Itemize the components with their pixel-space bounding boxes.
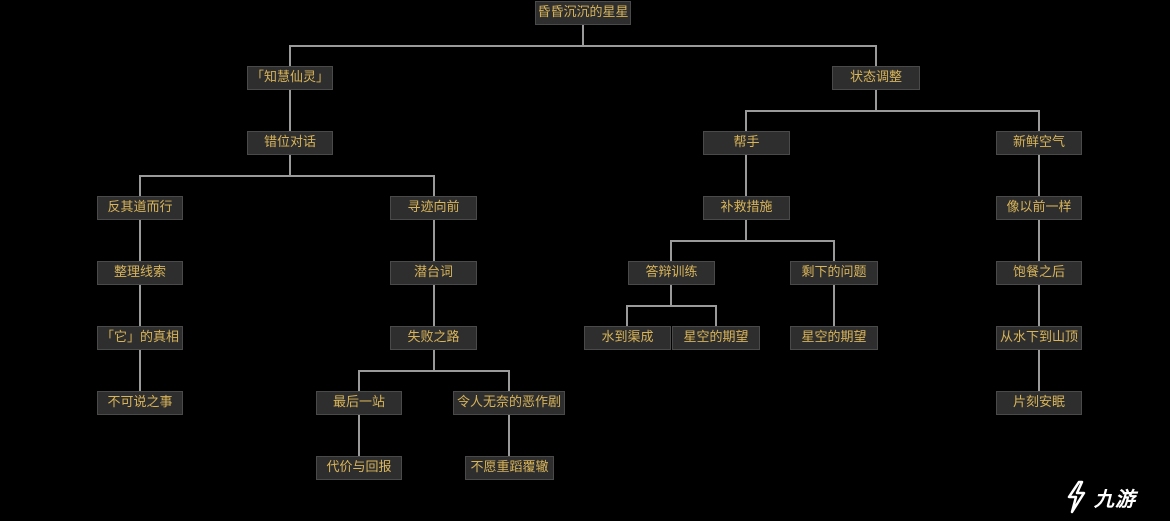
node-qiantaici[interactable]: 潜台词 [390,261,477,285]
node-buyuan-chongdao-fuzhe[interactable]: 不愿重蹈覆辙 [465,456,554,480]
node-xunji-xiangqian[interactable]: 寻迹向前 [390,196,477,220]
watermark: 九游 [1062,477,1162,517]
node-dabian-xunlian[interactable]: 答辩训练 [628,261,715,285]
node-ta-de-zhenxiang[interactable]: 「它」的真相 [97,326,183,350]
node-shibai-zhilu[interactable]: 失败之路 [390,326,477,350]
node-baocan-zhihou[interactable]: 饱餐之后 [996,261,1082,285]
node-bukeshuo-zhishi[interactable]: 不可说之事 [97,391,183,415]
node-zhengli-xiansuo[interactable]: 整理线索 [97,261,183,285]
node-fanqidao-erxing[interactable]: 反其道而行 [97,196,183,220]
node-bangshou[interactable]: 帮手 [703,131,790,155]
node-xingkong-qiwang-b[interactable]: 星空的期望 [790,326,878,350]
node-shengxia-de-wenti[interactable]: 剩下的问题 [790,261,878,285]
node-daijia-yu-huibao[interactable]: 代价与回报 [316,456,402,480]
node-pianke-anmian[interactable]: 片刻安眠 [996,391,1082,415]
node-xinxian-kongqi[interactable]: 新鲜空气 [996,131,1082,155]
node-bujiu-cuoshi[interactable]: 补救措施 [703,196,790,220]
node-lingren-wunai-de-ezuoju[interactable]: 令人无奈的恶作剧 [453,391,565,415]
node-root[interactable]: 昏昏沉沉的星星 [535,1,631,25]
node-zhihui-xianling[interactable]: 「知慧仙灵」 [247,66,333,90]
watermark-text: 九游 [1094,486,1136,511]
node-cuowei-duihua[interactable]: 错位对话 [247,131,333,155]
node-xiang-yiqian-yiyang[interactable]: 像以前一样 [996,196,1082,220]
node-congshuixia-dao-shanding[interactable]: 从水下到山顶 [996,326,1082,350]
jiuyou-logo-icon [1067,480,1086,514]
node-xingkong-qiwang-a[interactable]: 星空的期望 [672,326,760,350]
node-zuihou-yizhan[interactable]: 最后一站 [316,391,402,415]
node-shuidao-qucheng[interactable]: 水到渠成 [584,326,671,350]
node-zhuangtai-tiaozheng[interactable]: 状态调整 [832,66,920,90]
